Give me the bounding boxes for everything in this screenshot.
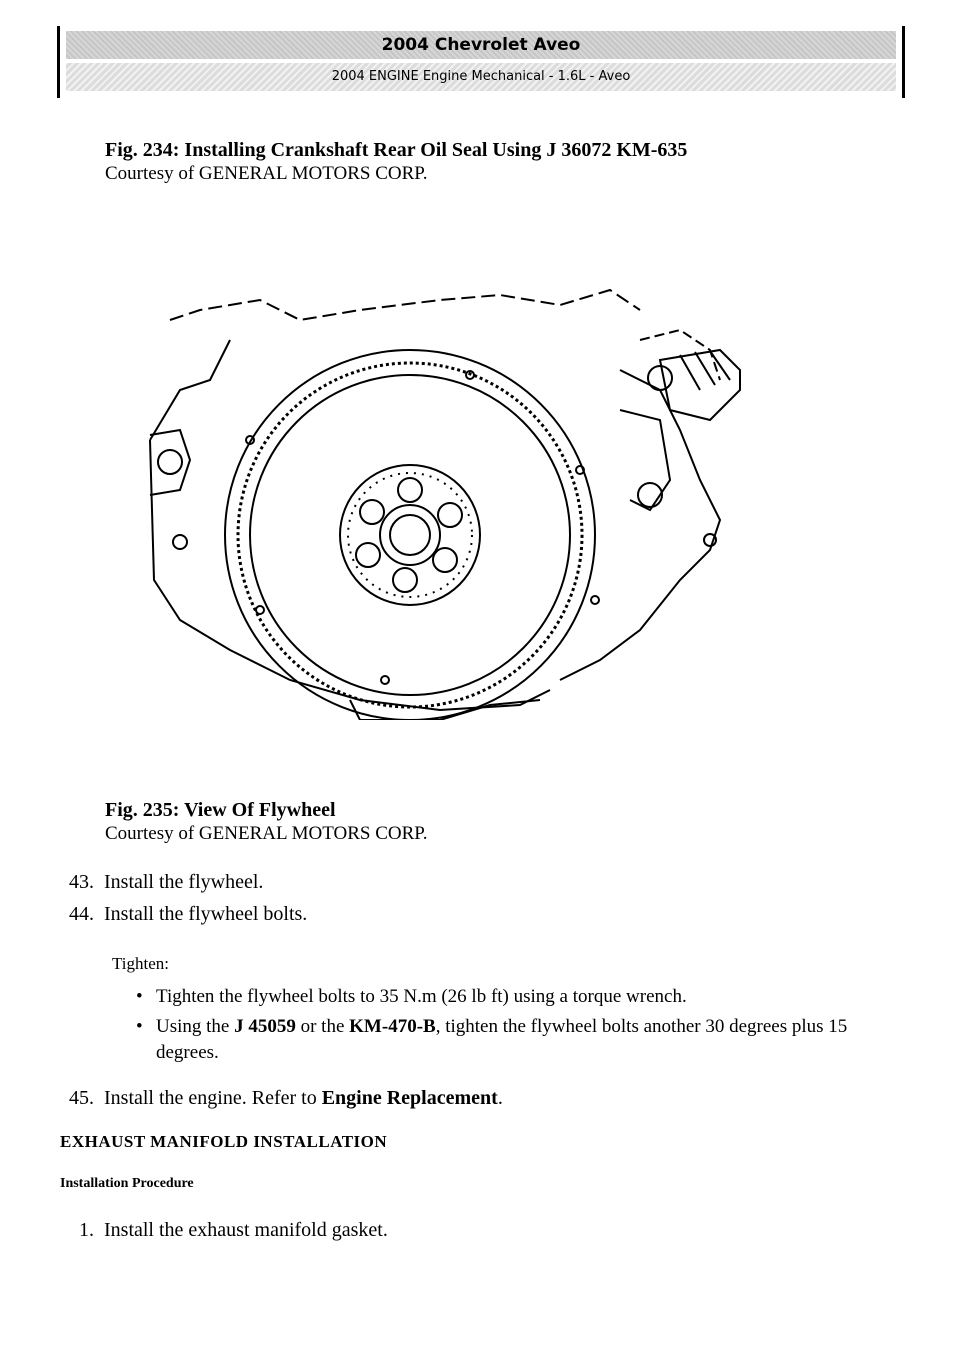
fig235-title: Fig. 235: View Of Flywheel [105,799,336,821]
tool-km470b: KM-470-B [349,1016,436,1037]
tighten-bullet-1: • Tighten the flywheel bolts to 35 N.m (… [136,984,856,1010]
step-43: 43. Install the flywheel. [50,870,263,894]
text-segment: or the [295,1016,350,1037]
step-44-number: 44. [69,903,94,925]
fig235-caption: Fig. 235: View Of Flywheel Courtesy of G… [105,798,428,846]
exhaust-step-1: 1. Install the exhaust manifold gasket. [50,1218,388,1242]
exhaust-step-1-number: 1. [79,1219,94,1241]
tool-j45059: J 45059 [234,1016,296,1037]
tighten-bullet-2: • Using the J 45059 or the KM-470-B, tig… [136,1014,856,1066]
flywheel-illustration [149,288,741,720]
exhaust-manifold-heading: EXHAUST MANIFOLD INSTALLATION [60,1132,388,1151]
bullet-dot: • [136,1016,143,1037]
step-45: 45. Install the engine. Refer to Engine R… [50,1086,503,1110]
header-subtitle: 2004 ENGINE Engine Mechanical - 1.6L - A… [66,63,896,91]
exhaust-step-1-text: Install the exhaust manifold gasket. [104,1219,388,1241]
bullet-dot: • [136,986,143,1007]
step-45-text: Install the engine. Refer to [104,1087,322,1109]
step-45-text-end: . [497,1087,503,1109]
tighten-bullet-2-text: Using the J 45059 or the KM-470-B, tight… [156,1014,856,1066]
step-45-number: 45. [69,1087,94,1109]
page-header: 2004 Chevrolet Aveo 2004 ENGINE Engine M… [57,26,905,98]
engine-replacement-link[interactable]: Engine Replacement [321,1087,498,1109]
tighten-label: Tighten: [112,954,170,973]
fig235-courtesy: Courtesy of GENERAL MOTORS CORP. [105,823,428,844]
fig234-title: Fig. 234: Installing Crankshaft Rear Oil… [105,139,688,161]
step-43-number: 43. [69,871,94,893]
step-44-text: Install the flywheel bolts. [104,903,308,925]
header-title: 2004 Chevrolet Aveo [66,31,896,59]
installation-procedure-heading: Installation Procedure [60,1176,194,1191]
text-segment: , tighten the flywheel bolts another 30 … [156,1016,848,1063]
tighten-bullet-1-text: Tighten the flywheel bolts to 35 N.m (26… [156,986,687,1007]
step-43-text: Install the flywheel. [104,871,264,893]
text-segment: Using the [156,1016,235,1037]
fig234-courtesy: Courtesy of GENERAL MOTORS CORP. [105,163,428,184]
fig234-caption: Fig. 234: Installing Crankshaft Rear Oil… [105,138,687,186]
step-44: 44. Install the flywheel bolts. [50,902,307,926]
